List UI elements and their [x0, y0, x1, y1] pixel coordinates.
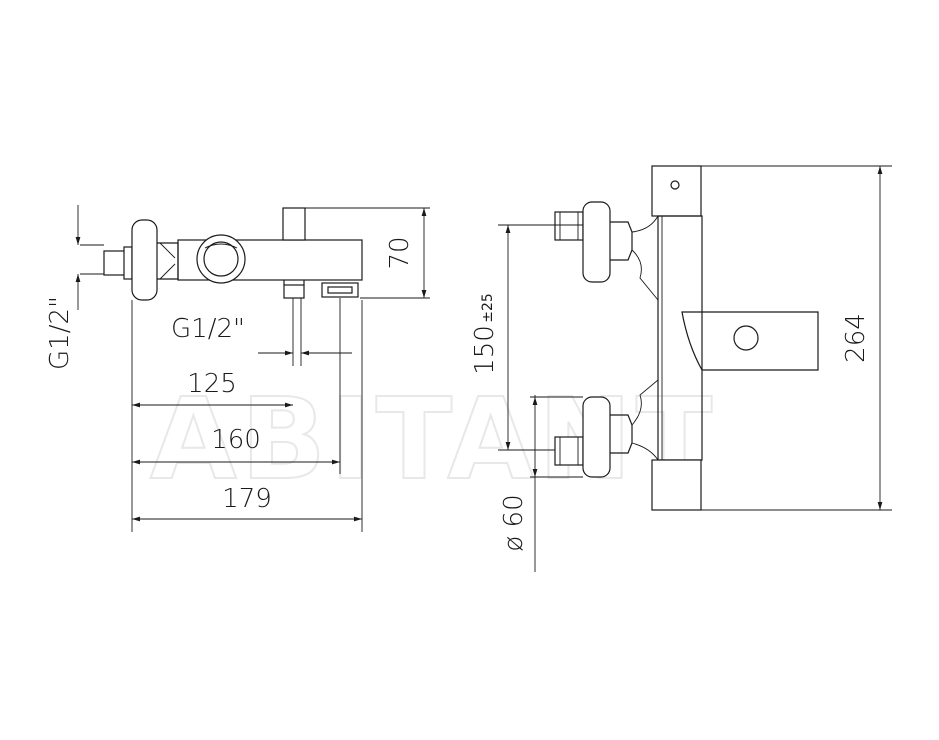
inlet-collar: [123, 246, 133, 280]
lower-inlet-nut: [554, 436, 584, 466]
dim-125: 125: [187, 369, 237, 399]
front-spout: [681, 311, 819, 371]
dim-thread-left: G1/2": [45, 296, 75, 370]
dim-150-tolerance: ±25: [480, 293, 496, 323]
bottom-outlet: [283, 284, 305, 299]
side-view: 70 G1/2" G1/2" 125 160 179: [45, 205, 430, 532]
watermark-logo: ABITANT: [150, 375, 716, 505]
bottom-cap: [651, 459, 702, 511]
front-view: 150 ±25 ø 60 264: [470, 165, 892, 572]
lower-flange: [582, 396, 611, 478]
wall-flange: [131, 219, 158, 301]
mixer-body: [177, 239, 363, 281]
dim-70: 70: [385, 236, 415, 269]
spout-outlet: [321, 282, 359, 298]
spout-hole: [733, 325, 759, 351]
top-cap-screw: [670, 180, 680, 190]
diverter-knob: [282, 207, 306, 241]
top-cap: [651, 165, 702, 217]
dim-179: 179: [222, 484, 272, 514]
upper-inlet-nut: [554, 211, 584, 241]
eccentric-connector: [157, 242, 179, 280]
upper-flange: [582, 201, 611, 283]
dim-160: 160: [211, 425, 261, 455]
dim-150: 150: [470, 325, 500, 375]
dim-264: 264: [841, 313, 871, 363]
dim-thread-bottom: G1/2": [171, 314, 245, 344]
dim-diameter-60: ø 60: [499, 494, 529, 551]
